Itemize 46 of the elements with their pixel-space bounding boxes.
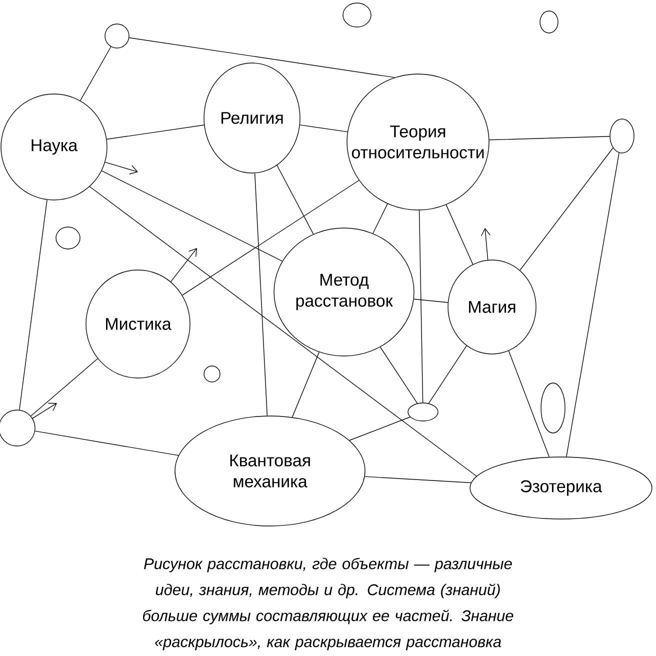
connector-line: [101, 170, 283, 262]
connector-line: [292, 352, 320, 418]
small-circle: [610, 118, 634, 154]
small-circle: [408, 402, 438, 422]
connector-line: [34, 430, 179, 456]
small-circle: [104, 24, 130, 48]
arrow: [104, 162, 138, 174]
arrow: [170, 248, 197, 282]
circle-node: Религия: [204, 62, 300, 174]
small-circle: [540, 382, 566, 434]
connector-line: [508, 350, 550, 458]
connector-line: [364, 476, 472, 484]
arrow: [32, 402, 57, 419]
connector-line: [254, 172, 268, 416]
connector-line: [19, 200, 48, 410]
connector-line: [300, 124, 348, 132]
small-circle: [56, 226, 80, 250]
connector-line: [80, 46, 112, 101]
connector-line: [488, 136, 610, 140]
circle-node: Наука: [0, 94, 108, 200]
connector-line: [380, 346, 418, 404]
circle-node: Квантовая механика: [174, 416, 366, 526]
connector-line: [446, 204, 474, 265]
connector-line: [418, 210, 424, 403]
circle-node: Мистика: [86, 270, 190, 378]
circle-node: Метод расстановок: [274, 228, 414, 356]
connector-line: [30, 358, 98, 416]
connector-line: [349, 416, 410, 441]
arrow: [480, 228, 491, 260]
connector-line: [372, 203, 388, 234]
small-circle: [342, 2, 372, 28]
small-circle: [540, 10, 558, 34]
connector-line: [428, 345, 467, 404]
connector-line: [276, 165, 314, 234]
small-circle: [204, 366, 220, 382]
connector-line: [89, 186, 477, 476]
connector-line: [182, 180, 360, 296]
connector-line: [566, 152, 620, 458]
circle-node: Теория относительности: [346, 74, 490, 210]
caption: Рисунок расстановки, где объекты — различные идеи, знания, методы и др. Система (знаний) больше суммы составляющих ее частей. Знание «раскрылось», как раскрывается расстановка: [143, 558, 514, 650]
connector-line: [414, 298, 448, 303]
connector-line: [128, 37, 395, 78]
connector-line: [106, 124, 204, 140]
connector-line: [520, 148, 614, 271]
circle-node: Магия: [448, 260, 536, 354]
circle-node: Эзотерика: [470, 456, 652, 520]
